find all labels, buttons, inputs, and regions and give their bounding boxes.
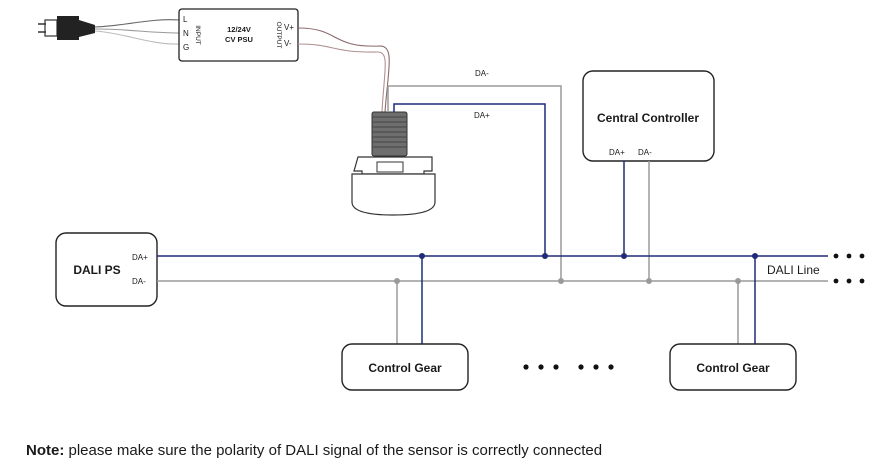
control-gear-label-2: Control Gear	[696, 361, 770, 375]
bus-continuation-dots	[833, 253, 865, 284]
mains-cables	[94, 19, 181, 45]
polarity-note: Note: please make sure the polarity of D…	[26, 442, 602, 459]
sensor-da-plus-label: DA+	[474, 111, 490, 120]
psu-pin-l: L	[183, 15, 188, 24]
psu-title-line1: 12/24V	[227, 25, 251, 34]
psu-pin-g: G	[183, 43, 189, 52]
psu-out-negative: V-	[284, 39, 292, 48]
psu-title-line2: CV PSU	[225, 35, 253, 44]
control-gear-box-2: Control Gear	[669, 343, 797, 391]
control-gear-label-1: Control Gear	[368, 361, 442, 375]
dali-ps-title: DALI PS	[73, 263, 120, 277]
more-gear-ellipsis	[523, 364, 614, 370]
power-plug-icon	[38, 16, 95, 40]
control-gear-box-1: Control Gear	[341, 343, 469, 391]
central-controller-da-plus: DA+	[609, 148, 625, 157]
sensor-icon	[351, 111, 436, 216]
central-controller-da-minus: DA-	[638, 148, 652, 157]
dali-ps-da-plus: DA+	[132, 253, 148, 262]
sensor-da-minus-wire	[387, 85, 562, 281]
dali-line-label: DALI Line	[767, 263, 820, 277]
psu-input-label: INPUT	[194, 25, 201, 45]
sensor-da-plus-wire	[393, 103, 546, 256]
psu-out-positive: V+	[284, 23, 294, 32]
cv-psu-box: L N G INPUT 12/24V CV PSU OUTPUT V+ V-	[178, 8, 299, 62]
dali-ps-box: DALI PS DA+ DA-	[55, 232, 158, 307]
dali-ps-da-minus: DA-	[132, 277, 146, 286]
central-controller-title: Central Controller	[597, 111, 699, 125]
sensor-da-minus-label: DA-	[475, 69, 489, 78]
psu-output-cables	[297, 27, 390, 113]
note-text: please make sure the polarity of DALI si…	[64, 442, 603, 459]
psu-output-label: OUTPUT	[275, 22, 282, 49]
junction-dots	[394, 253, 758, 284]
psu-pin-n: N	[183, 29, 189, 38]
central-controller-box: Central Controller DA+ DA-	[582, 70, 715, 162]
note-prefix: Note:	[26, 442, 65, 459]
